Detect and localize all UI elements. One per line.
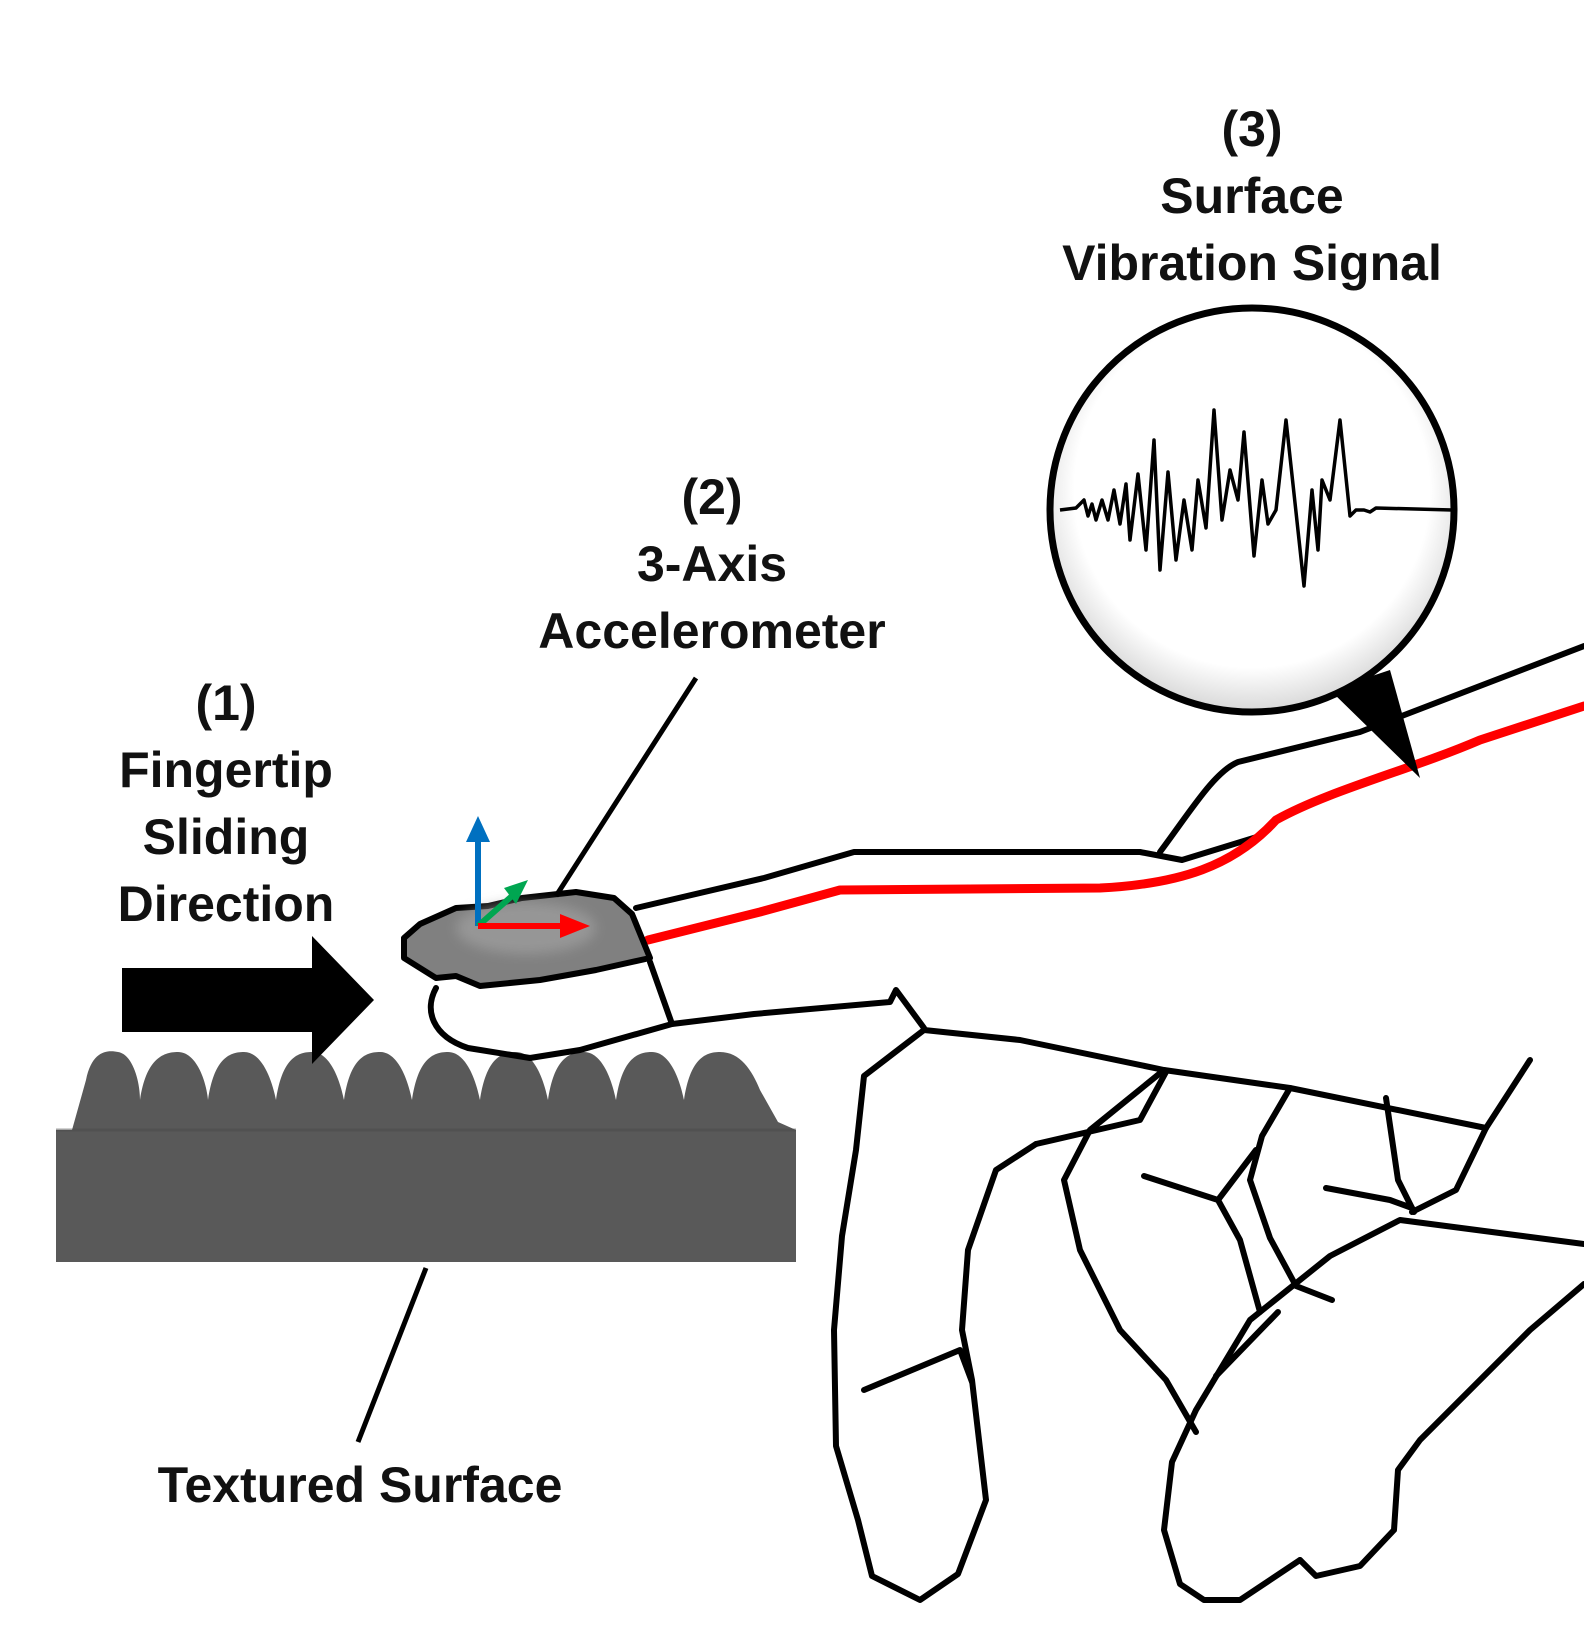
accelerometer-sensor — [401, 889, 653, 989]
step1-line2: Sliding — [142, 809, 310, 865]
label-textured-surface: Textured Surface — [110, 1452, 610, 1519]
sliding-direction-arrow-icon — [122, 936, 374, 1064]
step1-line1: Fingertip — [119, 742, 333, 798]
hand-outline — [427, 959, 1584, 1603]
step2-line2: Accelerometer — [538, 603, 886, 659]
label-surface-vibration-signal: (3) Surface Vibration Signal — [1022, 96, 1482, 297]
vibration-waveform-icon — [1059, 408, 1453, 588]
accelerometer-leader-line — [553, 676, 699, 898]
surface-leader-line — [355, 1267, 429, 1443]
step1-line3: Direction — [117, 876, 335, 932]
surface-label: Textured Surface — [157, 1457, 563, 1513]
step1-number: (1) — [195, 675, 257, 731]
label-fingertip-sliding-direction: (1) Fingertip Sliding Direction — [86, 670, 366, 938]
label-accelerometer: (2) 3-Axis Accelerometer — [500, 464, 924, 665]
textured-surface — [56, 1051, 796, 1262]
step3-number: (3) — [1221, 101, 1283, 157]
step2-line1: 3-Axis — [636, 536, 788, 592]
vibration-signal-bubble — [1046, 304, 1458, 778]
step3-line2: Vibration Signal — [1062, 235, 1442, 291]
step2-number: (2) — [681, 469, 743, 525]
sensor-wire — [633, 643, 1584, 945]
step3-line1: Surface — [1160, 168, 1344, 224]
xyz-axes-icon — [466, 816, 590, 938]
